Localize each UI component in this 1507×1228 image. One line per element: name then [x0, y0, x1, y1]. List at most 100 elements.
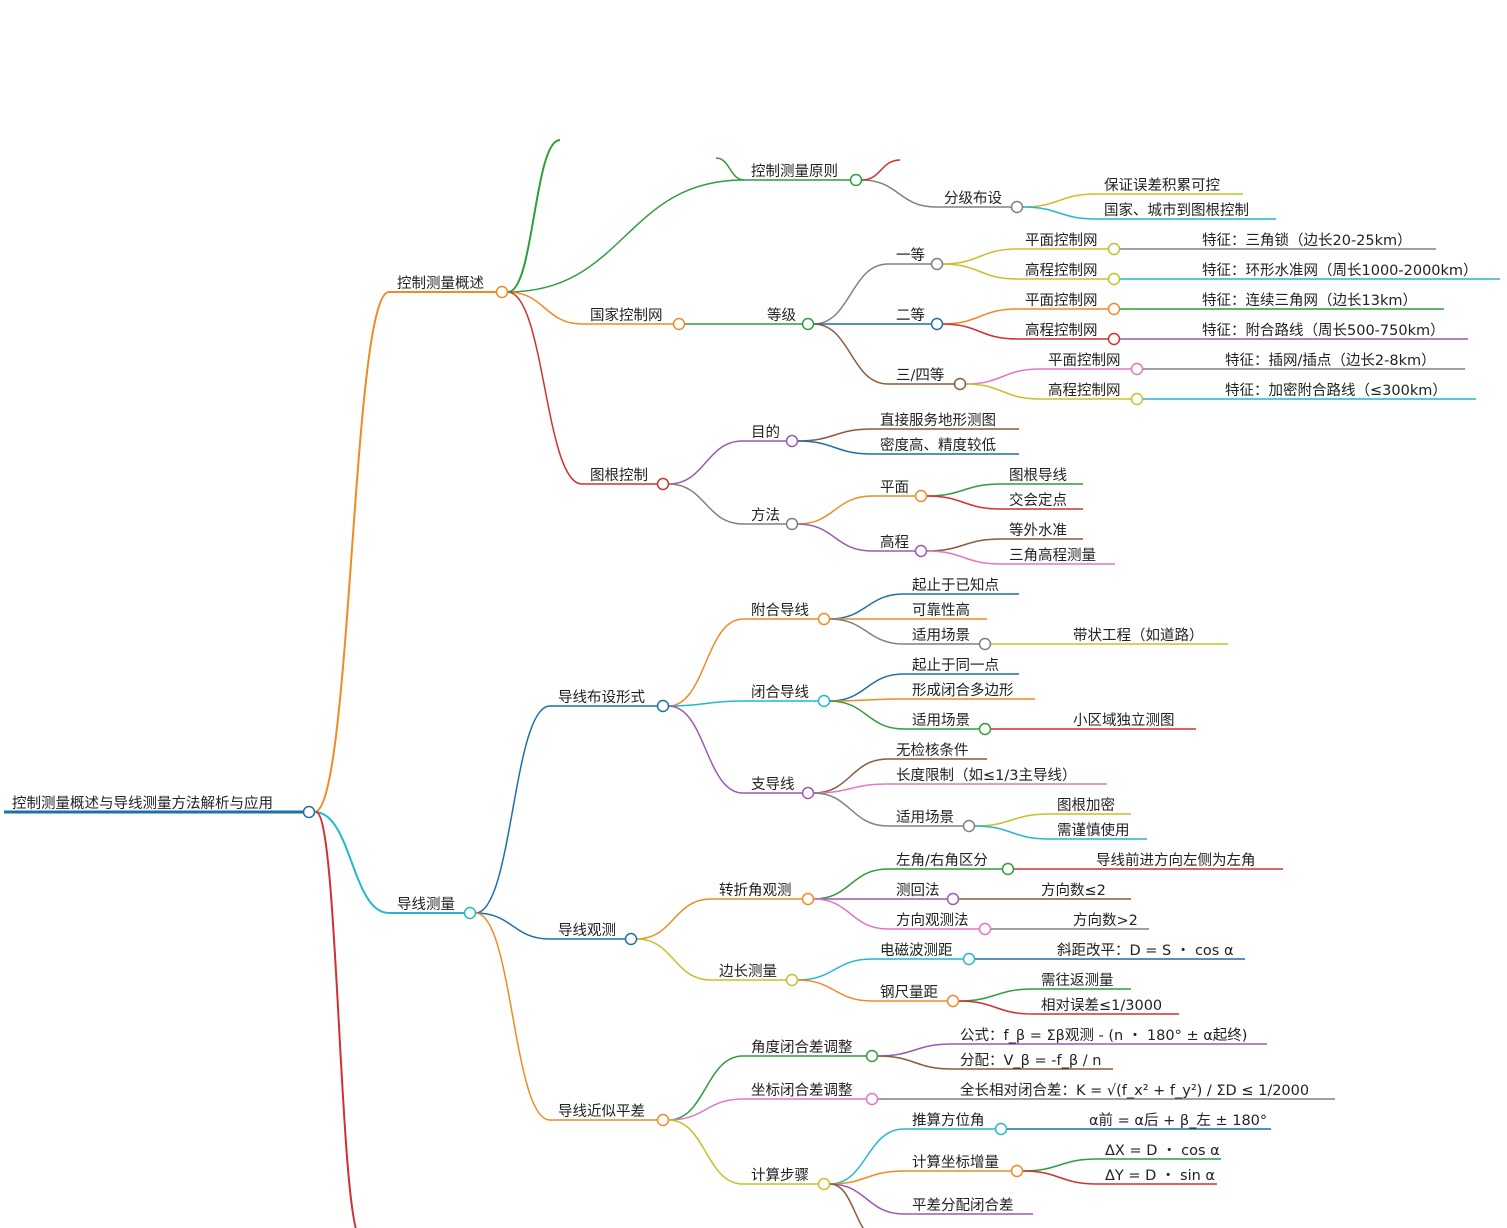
- collapse-toggle[interactable]: [946, 892, 960, 906]
- topic-0-1-0-0-0[interactable]: 平面控制网: [1017, 232, 1121, 256]
- topic-1-1-0-2-0[interactable]: 方向数>2: [1065, 912, 1149, 930]
- collapse-toggle[interactable]: [1130, 362, 1144, 376]
- topic-1-0-2-2-0[interactable]: 图根加密: [1049, 797, 1131, 815]
- collapse-toggle[interactable]: [672, 317, 686, 331]
- topic-1-1-1-1[interactable]: 钢尺量距: [872, 984, 960, 1008]
- topic-0-0[interactable]: 控制测量原则: [743, 163, 863, 187]
- collapse-toggle[interactable]: [656, 699, 670, 713]
- collapse-toggle[interactable]: [865, 1092, 879, 1106]
- collapse-toggle[interactable]: [994, 1122, 1008, 1136]
- topic-1-1-0-0[interactable]: 左角/右角区分: [888, 852, 1015, 876]
- topic-1-0-0-1[interactable]: 可靠性高: [904, 602, 987, 620]
- collapse-toggle[interactable]: [865, 1049, 879, 1063]
- collapse-toggle[interactable]: [463, 906, 477, 920]
- topic-1-1-1-0-0[interactable]: 斜距改平：D = S ・ cos α: [1049, 942, 1245, 960]
- topic-0-0-0-1[interactable]: 国家、城市到图根控制: [1096, 202, 1276, 220]
- topic-1-2-2-0[interactable]: 推算方位角: [904, 1112, 1008, 1136]
- topic-1-2-2-0-0[interactable]: α前 = α后 + β_左 ± 180°: [1081, 1112, 1271, 1130]
- topic-0-1-0-2[interactable]: 三/四等: [888, 366, 967, 391]
- topic-0-2-1-1-0[interactable]: 等外水准: [1001, 521, 1083, 540]
- collapse-toggle[interactable]: [624, 932, 638, 946]
- topic-0-1-0-2-0-0[interactable]: 特征：插网/插点（边长2-8km）: [1217, 352, 1465, 370]
- collapse-toggle[interactable]: [914, 489, 928, 503]
- collapse-toggle[interactable]: [495, 285, 509, 299]
- collapse-toggle[interactable]: [1010, 200, 1024, 214]
- collapse-toggle[interactable]: [817, 612, 831, 626]
- collapse-toggle[interactable]: [1107, 332, 1121, 346]
- topic-0-1-0-2-1-0[interactable]: 特征：加密附合路线（≤300km）: [1217, 382, 1476, 400]
- collapse-toggle[interactable]: [914, 544, 928, 558]
- topic-0-2-1-1[interactable]: 高程: [872, 534, 928, 558]
- topic-1-1-0-2[interactable]: 方向观测法: [888, 912, 992, 936]
- topic-0-1-0-0-0-0[interactable]: 特征：三角锁（边长20-25km）: [1194, 232, 1436, 250]
- topic-0-2-0-0[interactable]: 直接服务地形测图: [872, 412, 1019, 430]
- topic-0-1-0-1[interactable]: 二等: [888, 306, 944, 331]
- topic-1-0-0-2[interactable]: 适用场景: [904, 627, 992, 651]
- topic-1-1[interactable]: 导线观测: [550, 922, 638, 946]
- topic-1-1-0-1[interactable]: 测回法: [888, 882, 960, 906]
- topic-0-2-1[interactable]: 方法: [743, 507, 799, 531]
- topic-0-1-0-1-1-0[interactable]: 特征：附合路线（周长500-750km）: [1194, 322, 1468, 340]
- topic-1-0-2[interactable]: 支导线: [743, 776, 815, 800]
- collapse-toggle[interactable]: [1010, 1164, 1024, 1178]
- topic-1-1-0-1-0[interactable]: 方向数≤2: [1033, 882, 1131, 900]
- topic-1-0-1-2-0[interactable]: 小区域独立测图: [1065, 712, 1196, 730]
- collapse-toggle[interactable]: [656, 1113, 670, 1127]
- topic-1-2-2[interactable]: 计算步骤: [743, 1167, 831, 1191]
- topic-1-2[interactable]: 导线近似平差: [550, 1103, 670, 1127]
- topic-0-0-0-0[interactable]: 保证误差积累可控: [1096, 177, 1243, 195]
- topic-0-2-0[interactable]: 目的: [743, 424, 799, 448]
- topic-0-2[interactable]: 图根控制: [582, 467, 670, 491]
- collapse-toggle[interactable]: [978, 637, 992, 651]
- collapse-toggle[interactable]: [1130, 392, 1144, 406]
- topic-0-1-0-2-0[interactable]: 平面控制网: [1040, 352, 1144, 376]
- topic-1-0-1[interactable]: 闭合导线: [743, 684, 831, 708]
- collapse-toggle[interactable]: [1107, 272, 1121, 286]
- collapse-toggle[interactable]: [962, 952, 976, 966]
- collapse-toggle[interactable]: [801, 892, 815, 906]
- topic-0-1-0[interactable]: 等级: [759, 306, 815, 331]
- topic-0-1-0-2-1[interactable]: 高程控制网: [1040, 382, 1144, 406]
- topic-1-2-2-1-1[interactable]: ΔY = D ・ sin α: [1097, 1168, 1217, 1185]
- topic-0-2-1-0-0[interactable]: 图根导线: [1001, 467, 1083, 485]
- collapse-toggle[interactable]: [946, 994, 960, 1008]
- topic-1-1-1[interactable]: 边长测量: [711, 963, 799, 987]
- topic-0-1-0-1-0-0[interactable]: 特征：连续三角网（边长13km）: [1194, 292, 1444, 310]
- collapse-toggle[interactable]: [962, 819, 976, 833]
- topic-0-2-1-1-1[interactable]: 三角高程测量: [1001, 547, 1115, 565]
- topic-0-1-0-0-1[interactable]: 高程控制网: [1017, 262, 1121, 286]
- root-topic[interactable]: 控制测量概述与导线测量方法解析与应用: [4, 794, 316, 819]
- topic-0-2-1-0-1[interactable]: 交会定点: [1001, 491, 1083, 510]
- topic-1-2-0-1[interactable]: 分配：V_β = -f_β / n: [952, 1052, 1113, 1070]
- collapse-toggle[interactable]: [1107, 302, 1121, 316]
- topic-1[interactable]: 导线测量: [389, 896, 477, 920]
- collapse-toggle[interactable]: [1001, 862, 1015, 876]
- collapse-toggle[interactable]: [1107, 242, 1121, 256]
- topic-1-1-1-1-1[interactable]: 相对误差≤1/3000: [1033, 997, 1179, 1015]
- topic-1-0-0-2-0[interactable]: 带状工程（如道路）: [1065, 627, 1228, 645]
- topic-1-2-2-1-0[interactable]: ΔX = D ・ cos α: [1097, 1143, 1221, 1160]
- collapse-toggle[interactable]: [930, 317, 944, 331]
- topic-1-0-1-1[interactable]: 形成闭合多边形: [904, 682, 1035, 700]
- topic-1-1-1-1-0[interactable]: 需往返测量: [1033, 972, 1131, 990]
- topic-1-1-0[interactable]: 转折角观测: [711, 882, 815, 906]
- topic-0-1[interactable]: 国家控制网: [582, 307, 686, 331]
- topic-1-0[interactable]: 导线布设形式: [550, 689, 670, 713]
- collapse-toggle[interactable]: [953, 377, 967, 391]
- topic-1-0-2-2-1[interactable]: 需谨慎使用: [1049, 822, 1147, 840]
- collapse-toggle[interactable]: [656, 477, 670, 491]
- topic-1-0-0-0[interactable]: 起止于已知点: [904, 577, 1019, 595]
- topic-1-2-2-2[interactable]: 平差分配闭合差: [904, 1197, 1033, 1215]
- topic-0-1-0-1-0[interactable]: 平面控制网: [1017, 292, 1121, 316]
- topic-1-2-1-0[interactable]: 全长相对闭合差：K = √(f_x² + f_y²) / ΣD ≤ 1/2000: [952, 1081, 1335, 1100]
- collapse-toggle[interactable]: [785, 973, 799, 987]
- collapse-toggle[interactable]: [302, 805, 316, 819]
- collapse-toggle[interactable]: [978, 722, 992, 736]
- topic-1-2-2-1[interactable]: 计算坐标增量: [904, 1154, 1024, 1178]
- topic-0-2-1-0[interactable]: 平面: [872, 480, 928, 503]
- topic-0-1-0-0[interactable]: 一等: [888, 246, 944, 271]
- topic-0[interactable]: 控制测量概述: [389, 275, 509, 299]
- topic-1-0-1-2[interactable]: 适用场景: [904, 712, 992, 736]
- collapse-toggle[interactable]: [801, 786, 815, 800]
- collapse-toggle[interactable]: [785, 517, 799, 531]
